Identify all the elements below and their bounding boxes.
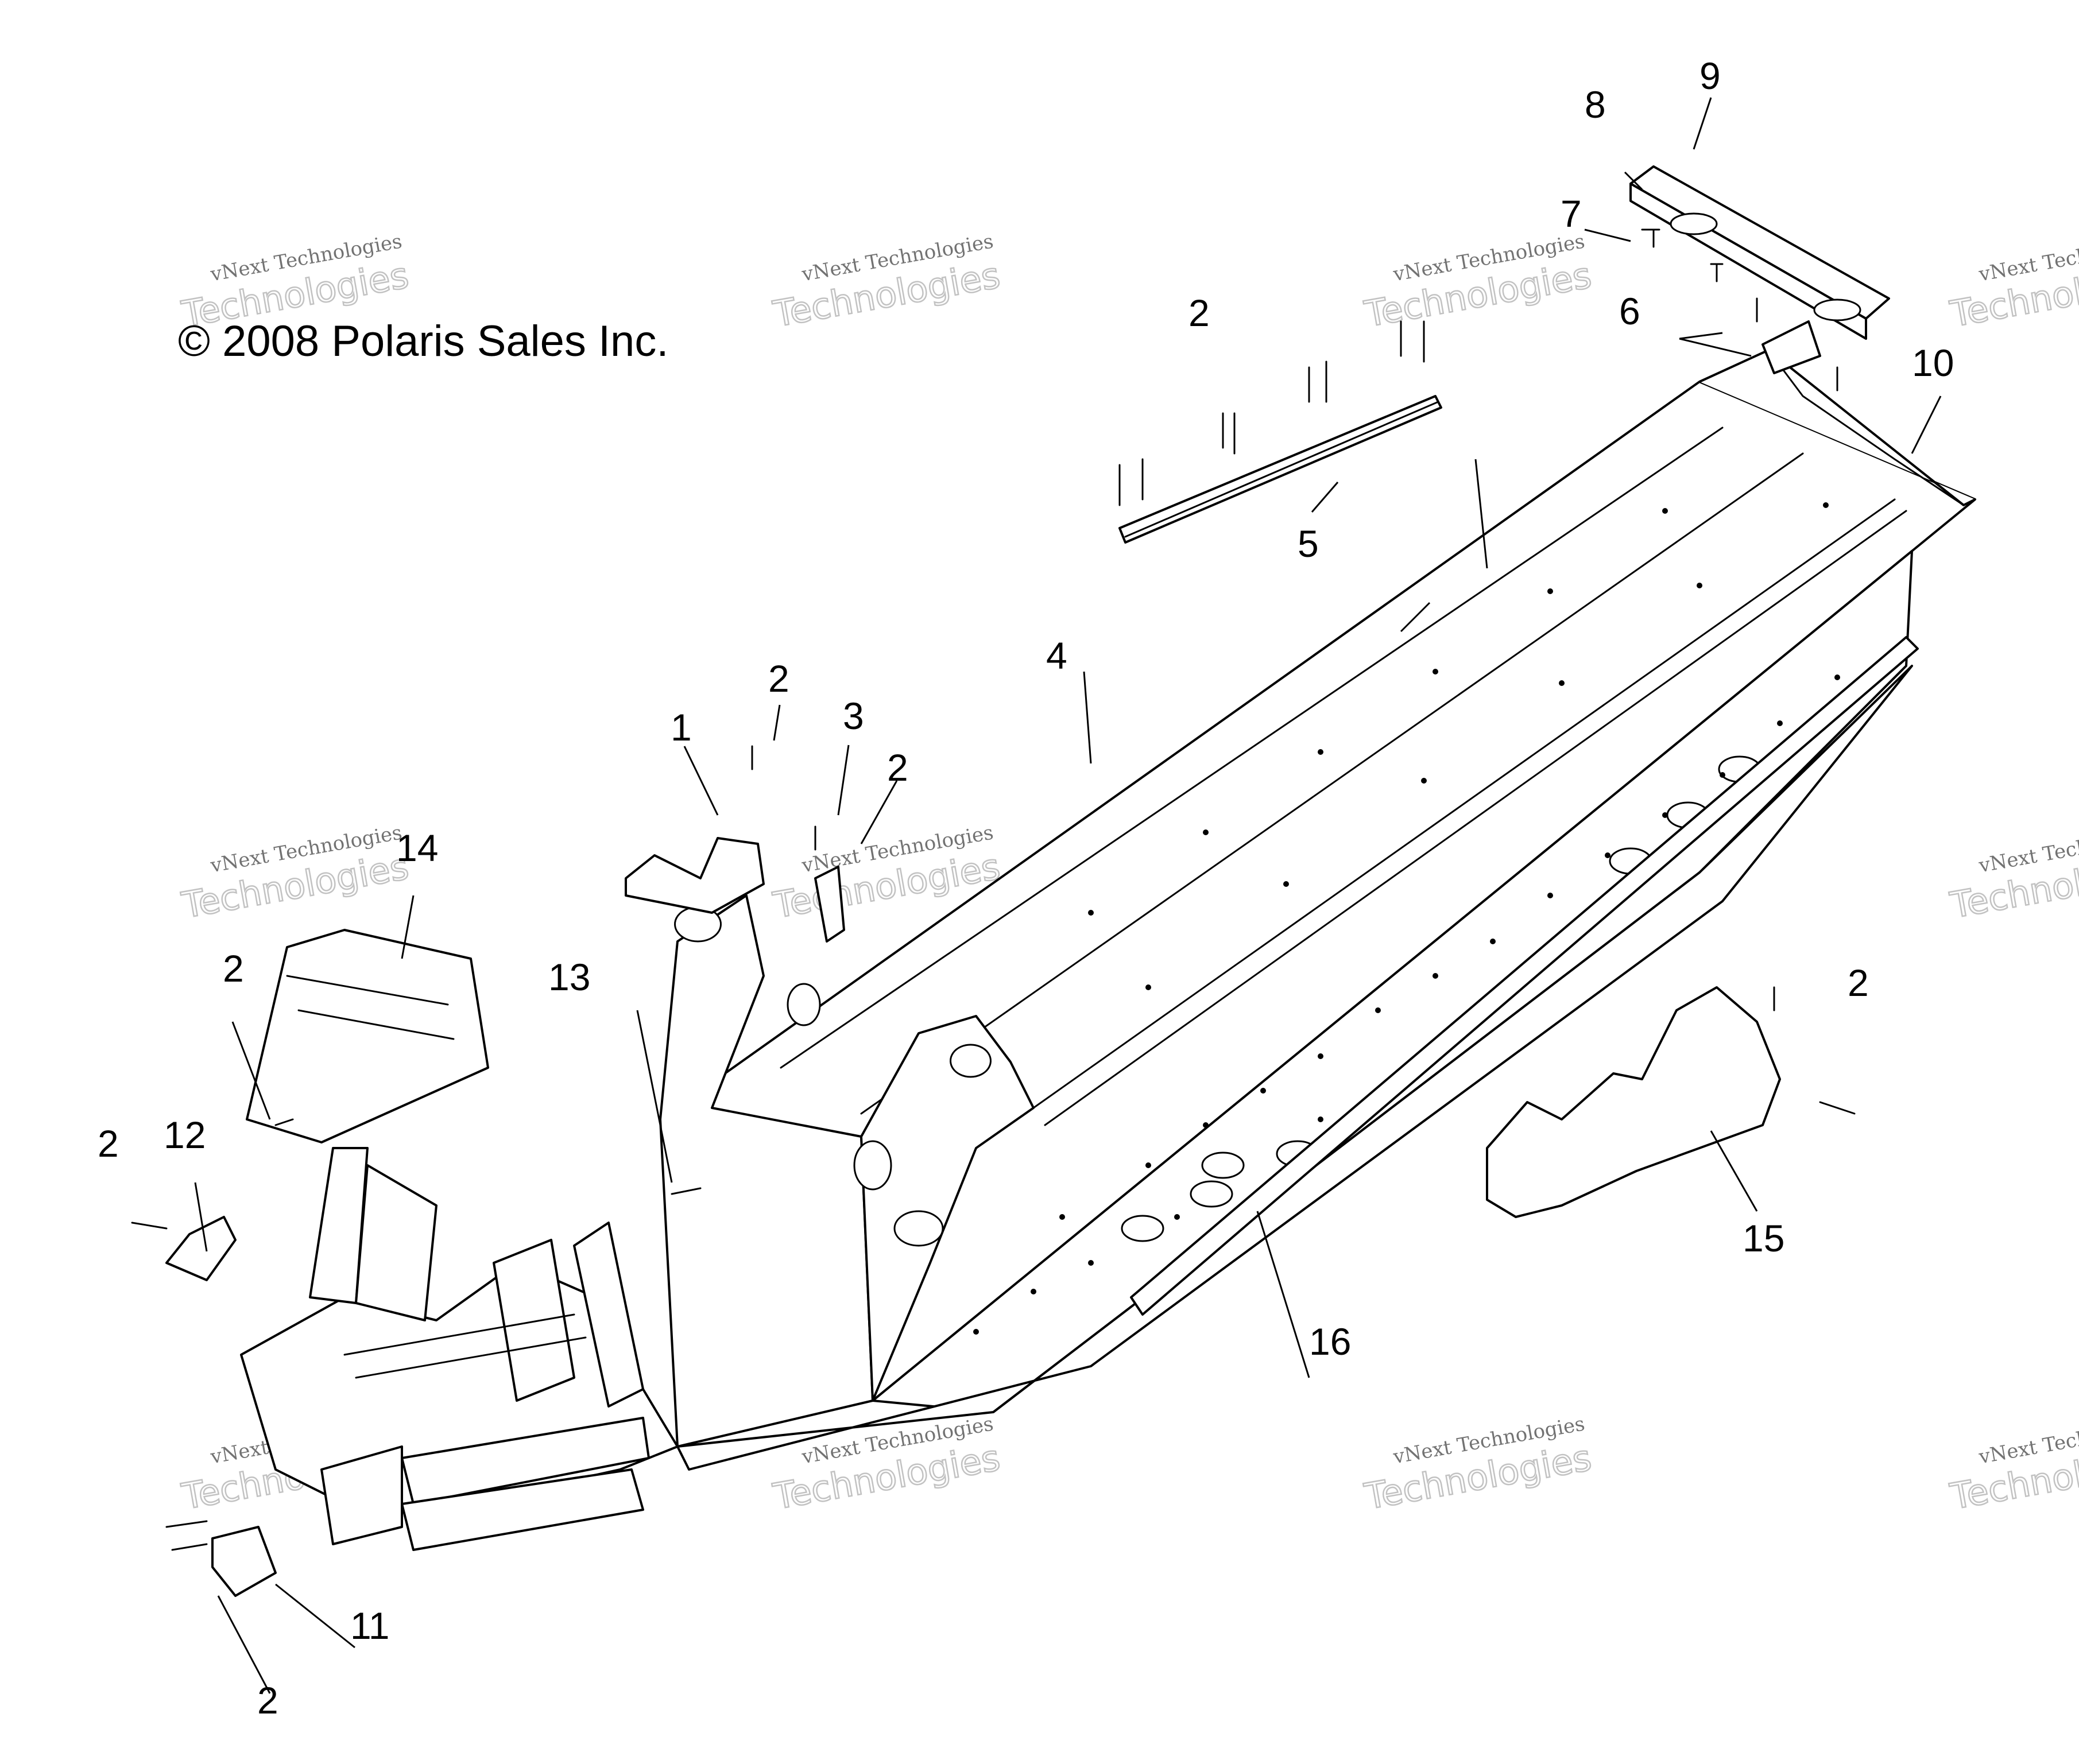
fasteners (131, 228, 1856, 1551)
callout-4: 4 (1046, 634, 1067, 677)
part-16-strip (1130, 636, 1919, 1316)
copyright-text: © 2008 Polaris Sales Inc. (178, 317, 668, 366)
callout-2: 2 (1188, 292, 1210, 334)
callout-16: 16 (1309, 1320, 1351, 1363)
callout-11: 11 (350, 1604, 390, 1647)
callout-7: 7 (1561, 192, 1582, 235)
callout-13: 13 (548, 956, 590, 998)
callout-15: 15 (1743, 1217, 1784, 1259)
callout-14: 14 (396, 827, 438, 869)
callout-6: 6 (1619, 290, 1640, 332)
callout-2: 2 (768, 657, 789, 700)
callout-3: 3 (843, 695, 864, 737)
part-11-cap (211, 1526, 277, 1597)
callout-2: 2 (887, 746, 908, 789)
callout-12: 12 (164, 1114, 206, 1156)
tunnel-chassis (659, 320, 1976, 1471)
callout-2: 2 (257, 1679, 278, 1722)
callout-labels: 1 2 2 2 2 2 2 2 3 4 5 6 7 8 9 10 11 12 1… (98, 55, 1954, 1722)
callout-9: 9 (1699, 55, 1721, 97)
callout-1: 1 (671, 706, 692, 749)
leader-lines (194, 97, 1942, 1694)
front-frame-assembly (240, 1147, 679, 1551)
part-1-bracket (625, 837, 765, 914)
callout-2: 2 (1848, 962, 1869, 1004)
part-3-clip (814, 866, 845, 943)
part-14-bracket (246, 929, 489, 1143)
callout-2: 2 (98, 1122, 119, 1165)
callout-8: 8 (1585, 83, 1606, 126)
part-9-bracket (1629, 165, 1890, 340)
part-12-bracket (165, 1216, 237, 1281)
callout-10: 10 (1912, 342, 1954, 384)
part-15-protector (1486, 986, 1781, 1218)
part-5-rail (1118, 395, 1442, 544)
callout-2: 2 (223, 947, 244, 990)
callout-5: 5 (1298, 522, 1319, 565)
